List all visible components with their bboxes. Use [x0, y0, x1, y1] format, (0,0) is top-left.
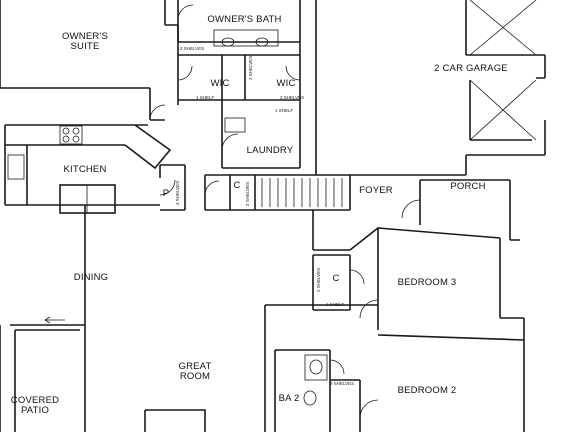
bed3-closet-shelves-note-a: 2 SHELVES — [316, 267, 321, 292]
covered-patio-label-line2: PATIO — [20, 405, 50, 416]
kitchen-angled-counter — [124, 124, 172, 170]
foyer-closet-walls — [229, 175, 256, 210]
pantry-shelves-note: 4 SHELVES — [175, 180, 180, 205]
garage-door-line-2 — [469, 79, 537, 141]
bath2-walls — [330, 379, 361, 432]
great-room-label-line1: GREAT — [178, 361, 212, 372]
door-swing-pantry — [159, 179, 176, 196]
covered-patio-label: COVERED PATIO — [5, 396, 65, 416]
door-swing-laundry — [221, 133, 239, 151]
laundry-shelf-note: 1 SHELF — [275, 108, 294, 113]
great-room-label-line2: ROOM — [179, 371, 211, 382]
foyer-label: FOYER — [359, 185, 393, 196]
kitchen-island — [59, 184, 116, 214]
bedroom3-label: BEDROOM 3 — [397, 277, 457, 288]
burner-4 — [72, 135, 80, 143]
kitchen-counter-top — [4, 124, 160, 206]
bed3-closet-label: C — [332, 273, 340, 284]
laundry-shelf-unit — [224, 117, 246, 133]
stair-treads — [261, 178, 343, 207]
bath2-label: BA 2 — [278, 393, 300, 404]
door-swing-bath2 — [329, 359, 345, 375]
great-room-walls — [0, 205, 86, 432]
wic-right-shelves-note: 2 SHELVES — [280, 95, 305, 100]
porch-walls — [419, 179, 520, 241]
bath2-sink — [309, 359, 323, 375]
bed3-closet-shelf-note-b: 1 SHELF — [326, 302, 345, 307]
kitchen-sink — [7, 154, 25, 180]
burner-3 — [62, 135, 70, 143]
door-swing-owners-suite — [149, 104, 166, 121]
door-swing-bath — [177, 4, 194, 21]
garage-label: 2 CAR GARAGE — [434, 63, 508, 74]
owners-suite-label: OWNER'S SUITE — [55, 32, 115, 52]
owners-suite-walls — [0, 0, 179, 121]
door-swing-bed3-closet — [349, 269, 365, 285]
burner-2 — [72, 127, 80, 135]
owners-bath-walls — [177, 0, 301, 101]
door-swing-bed3 — [359, 299, 379, 319]
laundry-walls — [221, 0, 317, 175]
owners-bath-label: OWNER'S BATH — [207, 14, 282, 25]
door-swing-front — [401, 199, 421, 219]
door-swing-bed2 — [359, 399, 379, 419]
bedroom2-label: BEDROOM 2 — [397, 385, 457, 396]
bath-sink-2 — [255, 37, 269, 47]
owners-suite-label-line2: SUITE — [70, 41, 100, 52]
bath-vanity — [213, 29, 279, 47]
great-room-label: GREAT ROOM — [170, 362, 220, 382]
kitchen-label: KITCHEN — [63, 164, 107, 175]
garage-door-line-1 — [469, 0, 537, 56]
bath2-shelves-note: 3 SHELVES — [330, 381, 355, 386]
bath2-vanity — [304, 354, 328, 381]
owners-suite-label-line1: OWNER'S — [62, 31, 108, 42]
foyer-closet-shelves-note: 3 SHELVES — [245, 181, 250, 206]
wic-right-label: WIC — [276, 78, 296, 89]
bath2-toilet — [303, 390, 317, 406]
bed3-closet-walls — [312, 254, 351, 311]
range — [59, 125, 83, 145]
bath-sink-1 — [221, 37, 235, 47]
door-swing-foyer-closet — [204, 180, 220, 196]
burner-1 — [62, 127, 70, 135]
pantry-label: P — [162, 188, 170, 199]
porch-label: PORCH — [450, 181, 486, 192]
wic-left-label: WIC — [210, 78, 230, 89]
bedroom2-walls — [264, 304, 525, 432]
laundry-label: LAUNDRY — [246, 145, 294, 156]
wic-center-shelves-note: 2 SHELVES — [248, 55, 253, 80]
dining-label: DINING — [73, 272, 109, 283]
foyer-closet-label: C — [233, 180, 241, 191]
garage-walls — [465, 0, 546, 175]
door-swing-wic-left — [177, 65, 193, 81]
pantry-walls — [159, 164, 186, 211]
patio-arrow — [44, 316, 65, 324]
door-swing-wic-right — [285, 65, 301, 81]
bedroom3-walls — [312, 210, 525, 432]
wic-left-shelf-note: 1 SHELF — [196, 95, 215, 100]
bath-shelves-note: 3 SHELVES — [180, 46, 205, 51]
fireplace — [144, 409, 206, 432]
covered-patio-label-line1: COVERED — [10, 395, 60, 406]
